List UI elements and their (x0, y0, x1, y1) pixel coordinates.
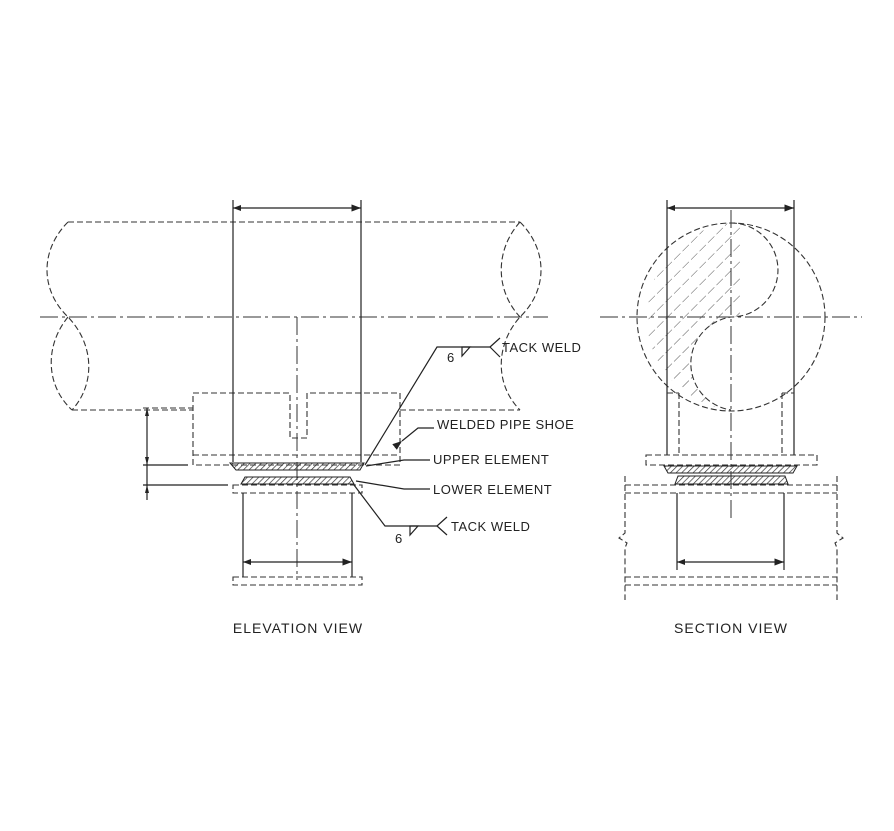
elevation-view-title: ELEVATION VIEW (233, 620, 363, 636)
upper-element-leader (365, 459, 430, 467)
section-view: SECTION VIEW (600, 200, 862, 636)
pipe (46, 221, 542, 411)
welded-pipe-shoe-label: WELDED PIPE SHOE (437, 417, 574, 432)
welded-pipe-shoe-leader (392, 427, 434, 450)
break-line-left-icon (618, 476, 628, 600)
weld-size-bottom: 6 (395, 531, 403, 546)
weld-symbol-top-icon (461, 337, 501, 358)
bottom-flange (232, 576, 363, 586)
tack-weld-top-label: TACK WELD (502, 340, 581, 355)
section-view-title: SECTION VIEW (674, 620, 788, 636)
upper-element-label: UPPER ELEMENT (433, 452, 549, 467)
section-lower-element (674, 475, 789, 485)
upper-element (228, 462, 365, 471)
break-line-right-icon (834, 476, 844, 600)
section-shoe-legs (667, 392, 794, 455)
beam (618, 476, 844, 600)
tack-weld-bottom-leader (353, 484, 437, 527)
weld-symbol-bottom-icon (409, 516, 448, 537)
elevation-view: 6 TACK WELD WELDED PIPE SHOE UPPER ELEME… (40, 200, 581, 636)
tack-weld-bottom-label: TACK WELD (451, 519, 530, 534)
base-plate (232, 484, 363, 494)
section-base-plate (645, 454, 818, 466)
tack-weld-top-leader (364, 346, 490, 466)
section-upper-element (663, 465, 798, 474)
left-dimension (143, 407, 228, 500)
weld-size-top: 6 (447, 350, 455, 365)
lower-element-leader (355, 480, 430, 490)
lower-element-label: LOWER ELEMENT (433, 482, 552, 497)
lower-element (240, 476, 355, 485)
